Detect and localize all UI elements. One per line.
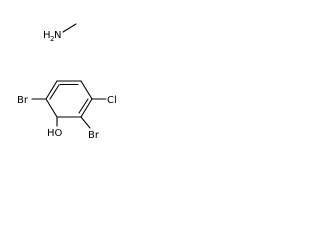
ring-bond-bottom-right (80, 98, 93, 118)
chloro-label: Cl (107, 95, 117, 106)
ring-bond-top-left (45, 80, 58, 100)
ring-bond-bottom-right-inner (78, 98, 89, 114)
ring-bond-top-left-inner (49, 84, 60, 100)
bromo-bottom-label: Br (88, 130, 100, 141)
methylamine-molecule: H 2 N (43, 23, 77, 43)
hydroxyl-label: HO (47, 128, 63, 139)
ring-bond-top-right (80, 80, 93, 100)
chemical-structure-canvas: H 2 N Br Cl HO Br (17, 23, 117, 141)
ring-bond-bottom-left (45, 98, 58, 118)
c-br-bottom-bond (80, 116, 91, 129)
bromo-left-label: Br (17, 95, 29, 106)
amine-h-label: H (43, 30, 51, 41)
n-methyl-bond (62, 23, 77, 33)
amine-h-subscript: 2 (50, 35, 54, 43)
phenol-molecule: Br Cl HO Br (17, 80, 117, 141)
amine-n-label: N (54, 30, 61, 41)
